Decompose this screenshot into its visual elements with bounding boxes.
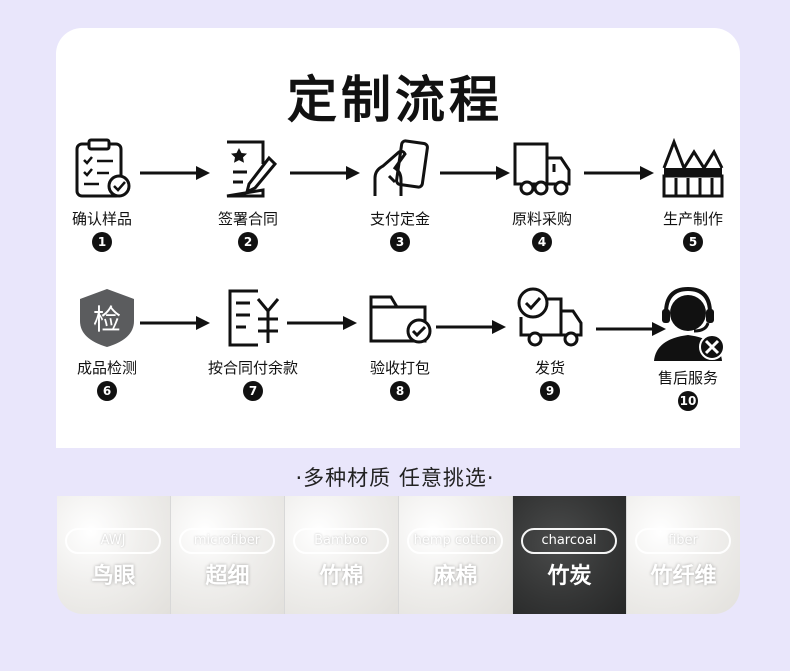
inspection-shield-icon: 检 [72, 287, 142, 349]
folder-check-icon [365, 287, 435, 349]
factory-icon [658, 138, 728, 200]
step-number: 3 [390, 232, 410, 252]
step-label: 生产制作 [638, 208, 748, 229]
step-number: 9 [540, 381, 560, 401]
material-cn-label: 鸟眼 [57, 558, 170, 590]
step-label: 签署合同 [193, 208, 303, 229]
delivery-truck-icon [507, 138, 577, 200]
step-label: 售后服务 [633, 367, 743, 388]
material-tile[interactable]: Bamboo 竹棉 [285, 496, 399, 614]
hand-card-payment-icon [365, 138, 435, 200]
material-en-label: hemp cotton [407, 528, 503, 554]
material-cn-label: 竹炭 [513, 558, 626, 590]
material-cn-label: 麻棉 [399, 558, 512, 590]
step-label: 验收打包 [345, 357, 455, 378]
material-en-label: microfiber [179, 528, 275, 554]
step-number: 6 [97, 381, 117, 401]
clipboard-check-icon [67, 138, 137, 200]
step-pay-balance: 按合同付余款 7 [198, 287, 308, 401]
step-number: 7 [243, 381, 263, 401]
materials-strip: AWJ 鸟眼 microfiber 超细 Bamboo 竹棉 hemp cott… [57, 496, 740, 614]
step-label: 支付定金 [345, 208, 455, 229]
material-tile[interactable]: fiber 竹纤维 [627, 496, 740, 614]
shield-badge-text: 检 [93, 303, 121, 336]
materials-subtitle: ·多种材质 任意挑选· [0, 462, 790, 492]
material-tile[interactable]: AWJ 鸟眼 [57, 496, 171, 614]
step-label: 成品检测 [52, 357, 162, 378]
truck-check-icon [515, 287, 585, 349]
material-en-label: AWJ [65, 528, 161, 554]
material-tile[interactable]: microfiber 超细 [171, 496, 285, 614]
page-title: 定制流程 [0, 60, 790, 132]
material-tile[interactable]: hemp cotton 麻棉 [399, 496, 513, 614]
customer-service-headset-icon [648, 283, 728, 363]
step-confirm-sample: 确认样品 1 [47, 138, 157, 252]
step-number: 1 [92, 232, 112, 252]
step-production: 生产制作 5 [638, 138, 748, 252]
step-shipping: 发货 9 [495, 287, 605, 401]
step-label: 按合同付余款 [198, 357, 308, 378]
material-en-label: charcoal [521, 528, 617, 554]
step-number: 5 [683, 232, 703, 252]
step-number: 10 [678, 391, 698, 411]
material-en-label: Bamboo [293, 528, 389, 554]
step-after-sales: 售后服务 10 [633, 283, 743, 411]
step-purchase-materials: 原料采购 4 [487, 138, 597, 252]
step-label: 确认样品 [47, 208, 157, 229]
step-accept-package: 验收打包 8 [345, 287, 455, 401]
step-product-inspection: 检 成品检测 6 [52, 287, 162, 401]
step-pay-deposit: 支付定金 3 [345, 138, 455, 252]
document-yen-icon [218, 287, 288, 349]
material-cn-label: 竹棉 [285, 558, 398, 590]
step-number: 4 [532, 232, 552, 252]
material-cn-label: 超细 [171, 558, 284, 590]
step-number: 8 [390, 381, 410, 401]
step-sign-contract: 签署合同 2 [193, 138, 303, 252]
material-en-label: fiber [635, 528, 731, 554]
material-cn-label: 竹纤维 [627, 558, 740, 590]
step-number: 2 [238, 232, 258, 252]
step-label: 发货 [495, 357, 605, 378]
contract-sign-icon [213, 138, 283, 200]
step-label: 原料采购 [487, 208, 597, 229]
material-tile[interactable]: charcoal 竹炭 [513, 496, 627, 614]
